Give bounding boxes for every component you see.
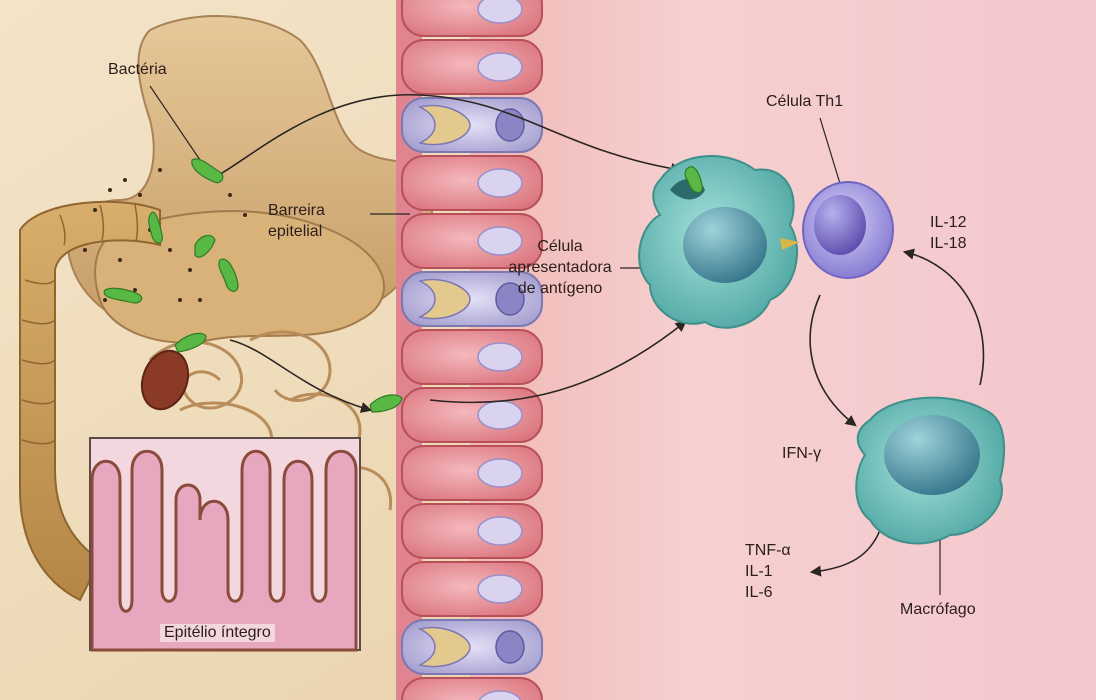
label-ifn-gamma: IFN-γ (782, 444, 821, 464)
label-epithelial-barrier-line1: Barreira (268, 200, 325, 221)
label-intact-epithelium: Epitélio íntegro (160, 624, 275, 642)
label-il12: IL-12 (930, 212, 966, 233)
label-il1: IL-1 (745, 561, 791, 582)
epithelial-cells (402, 0, 542, 700)
label-il6: IL-6 (745, 582, 791, 603)
intact-epithelium-inset (90, 438, 360, 650)
label-th1-cell: Célula Th1 (766, 92, 843, 112)
label-inflammatory-cytokines: TNF-α IL-1 IL-6 (745, 540, 791, 603)
label-macrophage: Macrófago (900, 600, 976, 620)
cell-nucleus (478, 343, 522, 371)
label-epithelial-barrier: Barreira epitelial (268, 200, 325, 242)
cell-nucleus (478, 53, 522, 81)
th1-cell (803, 182, 893, 278)
label-tnf-alpha: TNF-α (745, 540, 791, 561)
label-epithelial-barrier-line2: epitelial (268, 221, 325, 242)
cell-nucleus (496, 631, 524, 663)
cell-nucleus (478, 517, 522, 545)
macrophage-cell (856, 398, 1004, 544)
cell-nucleus (478, 459, 522, 487)
cell-nucleus (478, 401, 522, 429)
cell-nucleus (478, 0, 522, 23)
label-apc-line1: Célula (490, 236, 630, 257)
label-apc-line2: apresentadora (490, 257, 630, 278)
label-bacteria: Bactéria (108, 60, 167, 80)
label-apc-line3: de antígeno (490, 278, 630, 299)
label-il18: IL-18 (930, 233, 966, 254)
epithelial-cell (402, 678, 542, 700)
epithelial-barrier (396, 0, 542, 700)
cell-nucleus (478, 169, 522, 197)
label-interleukins: IL-12 IL-18 (930, 212, 966, 254)
label-antigen-presenting-cell: Célula apresentadora de antígeno (490, 236, 630, 299)
cell-nucleus (478, 575, 522, 603)
